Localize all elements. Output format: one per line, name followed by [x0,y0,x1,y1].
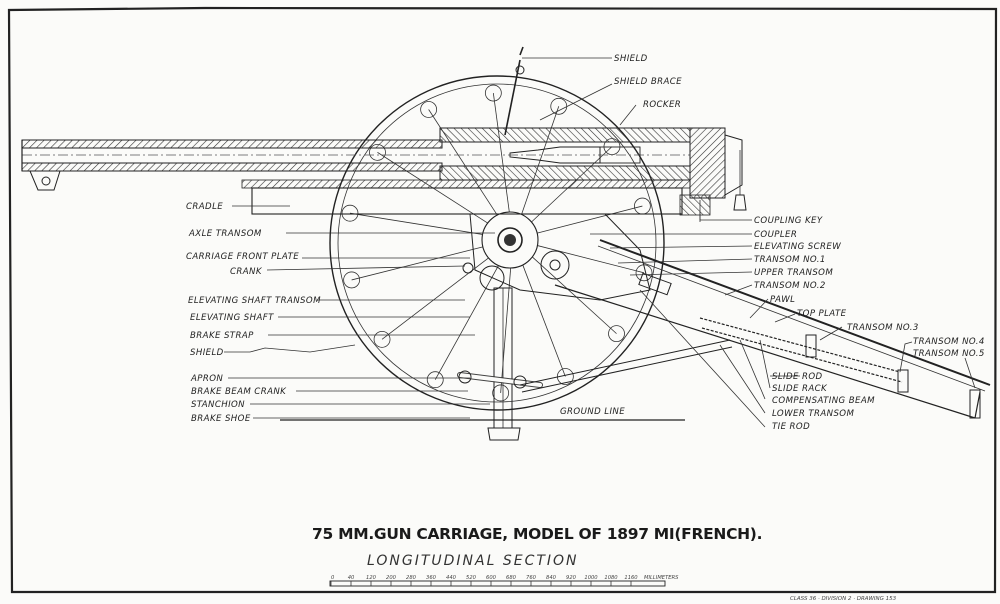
scale-bar: 0 40 120 200 280 360 440 520 600 680 760 840 920 1000… [329,575,679,587]
trail [519,239,991,419]
scale-tick-label: 680 [506,575,517,581]
drawing-subtitle: LONGITUDINAL SECTION [367,553,579,569]
wheel-spoke [537,245,645,274]
label-transom-no3: TRANSOM NO.3 [847,323,919,333]
label-carriage-front-plate: CARRIAGE FRONT PLATE [186,252,299,262]
wheel-spoke [351,246,483,281]
label-brake-beam-crank: BRAKE BEAM CRANK [191,387,287,397]
scale-tick-label: 840 [546,575,557,581]
drawing-border [7,6,998,594]
spoke-socket [420,101,438,118]
label-axle-transom: AXLE TRANSOM [188,229,262,239]
gun-barrel [21,127,743,199]
scale-unit: MILLIMETERS [644,575,679,581]
wheel-spoke [500,267,512,393]
label-lower-transom: LOWER TRANSOM [772,409,854,419]
label-crank: CRANK [230,267,263,277]
drawing-title: 75 MM.GUN CARRIAGE, MODEL OF 1897 MI(FRE… [312,525,762,543]
label-transom-no2: TRANSOM NO.2 [754,281,826,291]
scale-tick-label: 360 [426,575,437,581]
label-transom-no4: TRANSOM NO.4 [913,337,985,347]
scale-tick-label: 600 [486,575,497,581]
scale-tick-label: 760 [526,575,537,581]
stanchion-part [457,287,543,441]
spoke-socket [343,271,361,289]
scale-tick-label: 200 [386,575,397,581]
coupling-key-part [733,150,747,211]
label-elevating-screw: ELEVATING SCREW [754,242,841,252]
spoke-socket [492,384,510,402]
spoke-socket [484,84,502,102]
label-shield-brace: SHIELD BRACE [614,77,682,87]
label-shield-left: SHIELD [190,348,224,358]
scale-tick-label: 1080 [604,575,618,581]
wheel-spoke [537,205,643,234]
wheel-spoke [492,92,510,213]
cradle-body [241,179,711,222]
scale-tick-label: 120 [366,575,377,581]
wheel-spoke [428,109,498,216]
scale-tick-label: 1000 [584,575,598,581]
spoke-socket [608,325,625,343]
spoke-socket [426,371,444,389]
leader-lines [224,57,976,428]
label-coupler: COUPLER [754,230,797,240]
wheel-hub [481,211,539,269]
label-pawl: PAWL [770,295,795,305]
label-transom-no5: TRANSOM NO.5 [913,349,985,359]
label-cradle: CRADLE [186,202,223,212]
scale-tick-label: 920 [566,575,577,581]
label-slide-rod: SLIDE ROD [772,372,823,382]
label-top-plate: TOP PLATE [797,309,847,319]
label-transom-no1: TRANSOM NO.1 [754,255,826,265]
label-compensating-beam: COMPENSATING BEAM [772,396,875,406]
wheel-spoke [532,256,617,334]
label-stanchion: STANCHION [191,400,245,410]
scale-tick-label: 520 [466,575,477,581]
spoke-socket [373,330,391,348]
label-elevating-shaft-transom: ELEVATING SHAFT TRANSOM [188,296,321,306]
scale-tick-label: 440 [446,575,457,581]
wheel-spoke [434,265,499,380]
label-slide-rack: SLIDE RACK [772,384,828,394]
carriage-front-plate-part [462,213,651,301]
label-upper-transom: UPPER TRANSOM [754,268,833,278]
scale-tick-label: 40 [348,575,355,581]
part-labels: SHIELD SHIELD BRACE ROCKER CRADLE AXLE T… [186,54,985,432]
wheel-spoke [522,264,566,377]
label-coupling-key: COUPLING KEY [754,216,823,226]
scale-tick-label: 0 [331,575,335,581]
drawing-footer: CLASS 36 · DIVISION 2 · DRAWING 153 [790,596,897,602]
wheel-spoke [349,212,483,235]
label-brake-strap: BRAKE STRAP [190,331,254,341]
spoke-socket [341,204,359,222]
scale-tick-label: 1160 [624,575,638,581]
label-rocker: ROCKER [643,100,681,110]
label-brake-shoe: BRAKE SHOE [191,414,251,424]
label-ground-line: GROUND LINE [560,407,625,417]
scale-tick-label: 280 [406,575,417,581]
wheel [329,75,665,411]
shield-post [504,46,525,136]
label-tie-rod: TIE ROD [772,422,810,432]
label-shield-top: SHIELD [614,54,648,64]
label-apron: APRON [190,374,223,384]
label-elevating-shaft: ELEVATING SHAFT [190,313,274,323]
